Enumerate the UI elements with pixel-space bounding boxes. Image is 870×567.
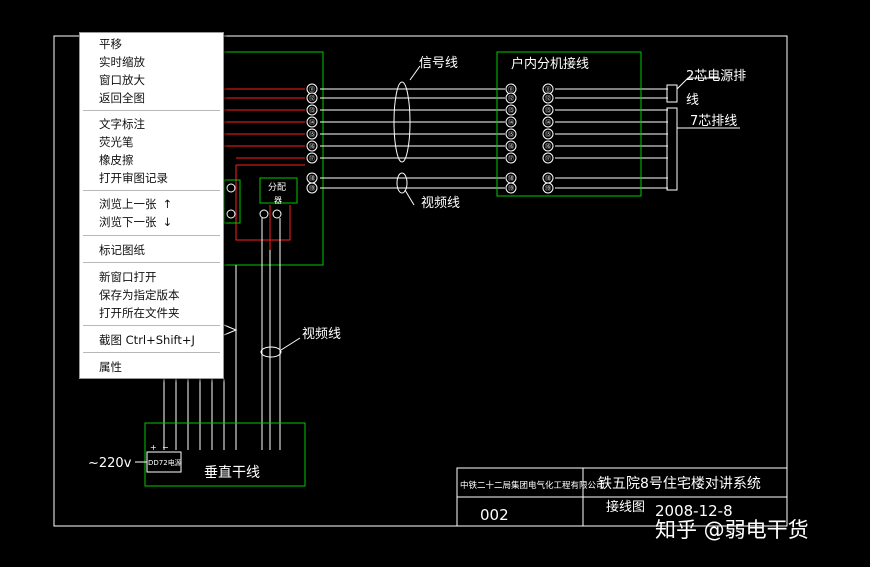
menu-separator	[83, 325, 220, 327]
terminal-number: ⑰	[545, 155, 551, 163]
menu-open-new-window[interactable]: 新窗口打开	[99, 270, 157, 284]
menu-text-annotation[interactable]: 文字标注	[99, 117, 145, 131]
terminal-number: ⑭	[545, 119, 551, 127]
signal-line-label: 信号线	[419, 56, 458, 71]
minus-sign: −	[162, 443, 169, 452]
menu-browse-next[interactable]: 浏览下一张↓	[99, 215, 173, 229]
menu-open-review-log[interactable]: 打开审图记录	[99, 171, 168, 185]
signal-bundle-ellipse	[393, 81, 411, 163]
terminal-number: ⑱	[545, 175, 551, 183]
menu-pan[interactable]: 平移	[99, 37, 122, 51]
video-bundle-ellipse	[396, 172, 408, 194]
terminal-number: ⑫	[508, 95, 514, 103]
video-line-label-top: 视频线	[421, 196, 460, 211]
menu-properties[interactable]: 属性	[99, 360, 122, 374]
seven-core-connector	[666, 107, 678, 191]
terminal-number: ⑲	[309, 185, 315, 193]
video-line-label-mid: 视频线	[302, 327, 341, 342]
menu-screenshot[interactable]: 截图 Ctrl+Shift+J	[99, 333, 195, 347]
terminal-number: ⑪	[545, 86, 551, 94]
menu-separator	[83, 352, 220, 354]
title-block	[456, 467, 788, 527]
terminal-number: ⑯	[545, 143, 551, 151]
panel-terminals	[306, 83, 318, 194]
plus-sign: +	[150, 443, 157, 452]
context-menu[interactable]: 平移 实时缩放 窗口放大 返回全图 文字标注 荧光笔 橡皮擦 打开审图记录 浏览…	[79, 32, 224, 379]
terminal-number: ⑲	[545, 185, 551, 193]
terminal-number: ⑭	[309, 119, 315, 127]
menu-realtime-zoom[interactable]: 实时缩放	[99, 55, 145, 69]
arrow-up-icon: ↑	[162, 197, 173, 211]
power-voltage-label: ~220v	[88, 456, 132, 471]
terminal-number: ⑬	[309, 107, 315, 115]
terminal-number: ⑮	[309, 131, 315, 139]
indoor-extension-box	[496, 51, 642, 197]
menu-mark-drawing[interactable]: 标记图纸	[99, 243, 145, 257]
terminal-number: ⑬	[508, 107, 514, 115]
menu-fit-all[interactable]: 返回全图	[99, 91, 145, 105]
terminal-number: ⑪	[309, 86, 315, 94]
terminal-number: ⑰	[309, 155, 315, 163]
title-company: 中铁二十二局集团电气化工程有限公司	[460, 480, 605, 491]
terminal-number: ⑲	[508, 185, 514, 193]
drawing-frame	[53, 35, 788, 527]
menu-separator	[83, 190, 220, 192]
distributor-label-2: 器	[274, 196, 282, 205]
menu-separator	[83, 110, 220, 112]
menu-eraser[interactable]: 橡皮擦	[99, 153, 134, 167]
menu-separator	[83, 262, 220, 264]
seven-core-label: 7芯排线	[690, 114, 737, 129]
terminal-number: ⑭	[508, 119, 514, 127]
title-project: 铁五院8号住宅楼对讲系统	[598, 476, 761, 492]
terminal-number: ⑫	[309, 95, 315, 103]
terminal-number: ⑮	[545, 131, 551, 139]
terminal-number: ⑫	[545, 95, 551, 103]
title-date: 2008-12-8	[655, 502, 733, 520]
menu-window-zoom[interactable]: 窗口放大	[99, 73, 145, 87]
indoor-extension-label: 户内分机接线	[511, 56, 589, 72]
small-terminal-box	[223, 179, 241, 224]
distributor-box	[259, 177, 298, 204]
indoor-terminals	[505, 83, 554, 194]
riser-box	[144, 422, 306, 487]
terminal-number: ⑱	[309, 175, 315, 183]
terminal-number: ⑯	[508, 143, 514, 151]
two-core-label-2: 线	[686, 93, 699, 108]
menu-open-folder[interactable]: 打开所在文件夹	[99, 306, 180, 320]
menu-save-version[interactable]: 保存为指定版本	[99, 288, 180, 302]
riser-lines	[163, 218, 281, 450]
terminal-number: ⑰	[508, 155, 514, 163]
terminal-number: ⑪	[508, 86, 514, 94]
riser-label: 垂直干线	[204, 464, 260, 481]
title-drawing-no: 002	[480, 506, 509, 524]
signal-wires	[224, 88, 668, 250]
terminal-number: ⑮	[508, 131, 514, 139]
title-sheet: 接线图	[606, 499, 645, 515]
watermark: 知乎 @弱电干货	[655, 518, 809, 542]
menu-browse-prev[interactable]: 浏览上一张↑	[99, 197, 173, 211]
distributor-label: 分配	[268, 182, 286, 193]
menu-highlighter[interactable]: 荧光笔	[99, 135, 134, 149]
terminal-number: ⑱	[508, 175, 514, 183]
terminal-number: ⑯	[309, 143, 315, 151]
menu-separator	[83, 235, 220, 237]
arrow-down-icon: ↓	[162, 215, 173, 229]
terminal-number: ⑬	[545, 107, 551, 115]
power-box-label: DD72电源	[148, 458, 182, 467]
two-core-connector	[666, 84, 678, 103]
two-core-label: 2芯电源排	[686, 69, 746, 84]
